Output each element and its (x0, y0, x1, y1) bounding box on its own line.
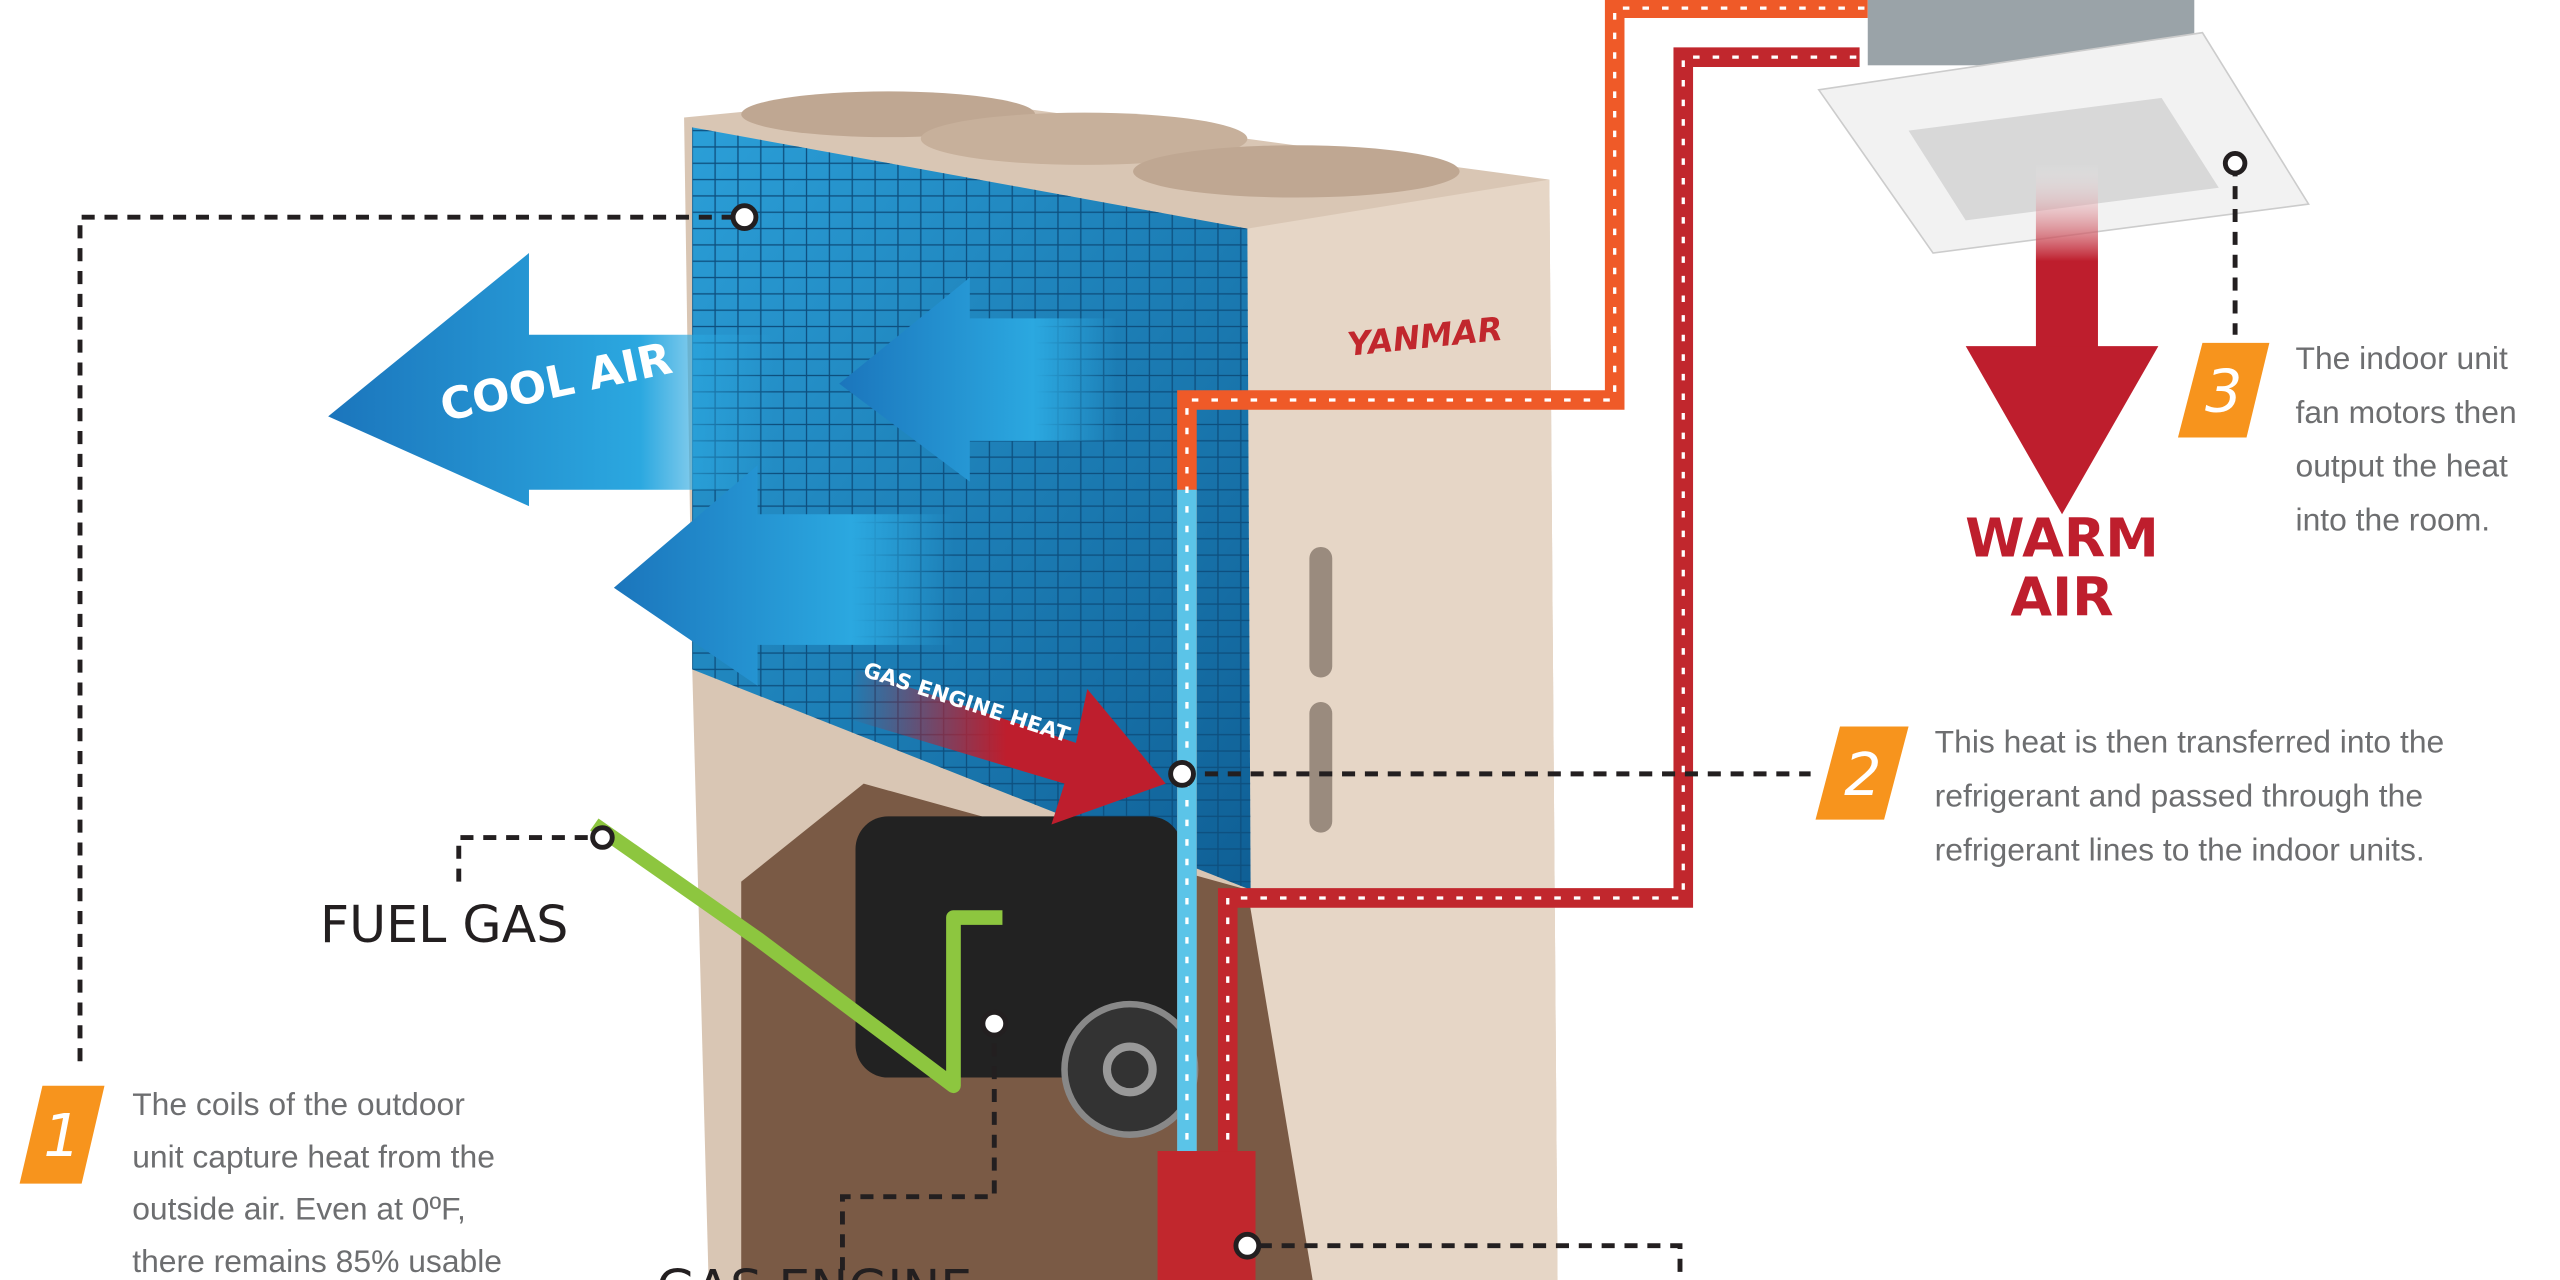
return-refrigerant-line (1217, 47, 1860, 1160)
fan-icon (920, 112, 1248, 165)
callout-dot (980, 1009, 1009, 1038)
callout-line-1 (77, 214, 745, 1062)
fuel-gas-label: FUEL GAS (320, 895, 568, 954)
step-badge (2177, 342, 2270, 438)
fuel-gas-line (590, 818, 1003, 1094)
step-badge (19, 1085, 105, 1184)
step-3: 3 The indoor unit fan motors then output… (2177, 340, 2517, 538)
svg-text:output the heat: output the heat (2296, 448, 2509, 484)
svg-text:2: 2 (1844, 740, 1881, 809)
svg-text:fan motors then: fan motors then (2296, 394, 2517, 430)
svg-text:there remains 85% usable: there remains 85% usable (132, 1243, 502, 1279)
svg-text:unit capture heat from the: unit capture heat from the (132, 1138, 495, 1174)
gas-engine-label: GAS ENGINE (656, 1259, 972, 1280)
svg-text:3: 3 (2205, 356, 2242, 425)
fan-icon (1133, 145, 1460, 198)
svg-text:WARM: WARM (1965, 507, 2159, 570)
warm-air-arrow: WARM AIR (1965, 163, 2159, 629)
callout-dot (590, 825, 615, 850)
svg-text:outside air. Even at 0ºF,: outside air. Even at 0ºF, (132, 1191, 466, 1227)
cool-air-arrow-small (613, 465, 954, 686)
callout-line-compressor (1258, 1243, 1683, 1280)
cool-air-arrow-small (839, 277, 1117, 482)
svg-text:1: 1 (43, 1101, 80, 1170)
svg-text:refrigerant lines to the indoo: refrigerant lines to the indoor units. (1935, 831, 2425, 867)
svg-text:The indoor unit: The indoor unit (2296, 340, 2508, 376)
svg-text:This heat is then transferred: This heat is then transferred into the (1935, 724, 2445, 760)
svg-text:refrigerant and passed through: refrigerant and passed through the (1935, 778, 2423, 814)
callout-dot (2222, 151, 2248, 176)
callout-dot (1168, 760, 1196, 788)
step-badge (1815, 726, 1909, 820)
step-2: 2 This heat is then transferred into the… (1815, 724, 2445, 867)
callout-line-engine (840, 1020, 997, 1280)
callout-line-fuel (456, 835, 603, 882)
cool-air-arrow: COOL AIR (328, 253, 1117, 686)
step-1: 1 The coils of the outdoor unit capture … (19, 1085, 502, 1279)
compressor-valve (1157, 1151, 1256, 1280)
outdoor-unit: YANMAR (684, 91, 1558, 1280)
svg-text:into the room.: into the room. (2296, 502, 2491, 538)
svg-text:The coils of the outdoor: The coils of the outdoor (132, 1086, 465, 1122)
indoor-unit (1817, 0, 2310, 254)
callout-dot (730, 203, 759, 232)
svg-text:AIR: AIR (2010, 566, 2113, 629)
refrigerant-lines (1157, 0, 1868, 1280)
